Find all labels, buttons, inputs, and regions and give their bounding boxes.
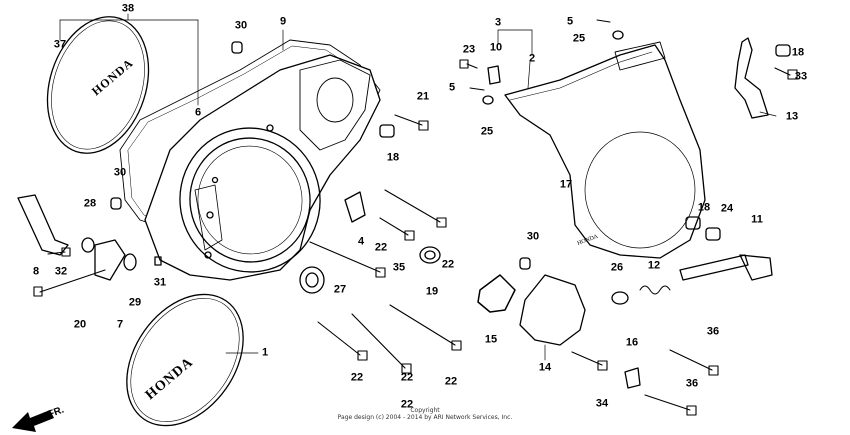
bracket-13 — [734, 37, 769, 119]
bracket-7 — [94, 239, 126, 281]
clamp-4 — [344, 191, 366, 223]
lever-housing-14 — [519, 274, 586, 346]
callout-25-left: 25 — [480, 125, 494, 138]
grommet-19 — [419, 246, 441, 264]
copyright-line-1: Copyright — [410, 407, 440, 414]
callout-17: 17 — [559, 178, 573, 191]
callout-10: 10 — [489, 41, 503, 54]
callout-5-top: 5 — [566, 15, 574, 28]
leader-lines — [59, 13, 777, 361]
washer-28 — [81, 237, 95, 253]
side-cover-2 — [504, 41, 706, 259]
callout-24: 24 — [720, 202, 734, 215]
callout-33: 33 — [794, 70, 808, 83]
callout-11: 11 — [751, 213, 763, 226]
washer-29 — [123, 253, 137, 271]
callout-25-top: 25 — [572, 32, 586, 45]
clip-10 — [487, 65, 501, 85]
callout-36-a: 36 — [706, 325, 720, 338]
callout-12: 12 — [647, 259, 661, 272]
callout-18-top: 18 — [791, 46, 805, 59]
callout-28: 28 — [83, 197, 97, 210]
callout-31: 31 — [153, 276, 167, 289]
callout-32: 32 — [54, 265, 68, 278]
callout-6: 6 — [194, 106, 202, 119]
dowel-30 — [110, 41, 531, 270]
callout-3: 3 — [494, 16, 502, 29]
callout-18-mid: 18 — [386, 151, 400, 164]
dowel-31 — [154, 256, 162, 266]
callout-18-right: 18 — [697, 201, 711, 214]
bolts — [33, 59, 798, 416]
shaft-11 — [679, 254, 773, 281]
crankcase-cover-6 — [144, 54, 381, 281]
fitting-8 — [17, 194, 69, 256]
callout-9: 9 — [279, 15, 287, 28]
callout-22-f: 22 — [441, 258, 455, 271]
callout-27: 27 — [333, 283, 347, 296]
copyright-watermark: Copyright Page design (c) 2004 - 2014 by… — [338, 407, 513, 421]
front-arrow-icon — [12, 410, 54, 432]
callout-22-c: 22 — [444, 375, 458, 388]
callout-4: 4 — [357, 235, 365, 248]
copyright-line-2: Page design (c) 2004 - 2014 by ARI Netwo… — [337, 414, 513, 421]
clip-16 — [624, 367, 641, 389]
emblem-cover-37 — [46, 16, 150, 154]
spring-12 — [639, 285, 671, 295]
callout-5-left: 5 — [448, 81, 456, 94]
callout-30-left: 30 — [113, 166, 127, 179]
callout-38: 38 — [121, 2, 135, 15]
callout-20: 20 — [73, 318, 87, 331]
emblem-text-left: HONDA — [89, 56, 136, 99]
rubber-18 — [379, 44, 791, 230]
callout-22-a: 22 — [350, 371, 364, 384]
callout-26: 26 — [610, 261, 624, 274]
callout-7: 7 — [116, 318, 124, 331]
callout-22-d: 22 — [400, 398, 414, 411]
callout-13: 13 — [785, 110, 799, 123]
ring-25 — [482, 30, 624, 105]
callout-37: 37 — [53, 38, 67, 51]
callout-34: 34 — [595, 397, 609, 410]
callout-30-right: 30 — [526, 230, 540, 243]
callout-2: 2 — [528, 52, 536, 65]
callout-23: 23 — [462, 43, 476, 56]
callout-14: 14 — [538, 361, 552, 374]
callout-22-b: 22 — [400, 371, 414, 384]
callout-35: 35 — [392, 261, 406, 274]
callout-15: 15 — [484, 333, 498, 346]
callout-30-top: 30 — [234, 19, 248, 32]
callout-21: 21 — [416, 90, 430, 103]
callout-1: 1 — [261, 346, 269, 359]
callout-22-e: 22 — [374, 241, 388, 254]
washer-26 — [611, 291, 629, 305]
emblem-text-bottom: HONDA — [143, 355, 196, 403]
emblem-cover-1 — [126, 293, 244, 427]
pin-5 — [469, 19, 611, 91]
callout-29: 29 — [128, 296, 142, 309]
callout-19: 19 — [425, 285, 439, 298]
callout-36-b: 36 — [685, 377, 699, 390]
collar-24 — [705, 227, 721, 241]
callout-16: 16 — [625, 336, 639, 349]
oring-15 — [477, 274, 516, 313]
callout-8: 8 — [32, 265, 40, 278]
bearing-27 — [299, 266, 325, 294]
